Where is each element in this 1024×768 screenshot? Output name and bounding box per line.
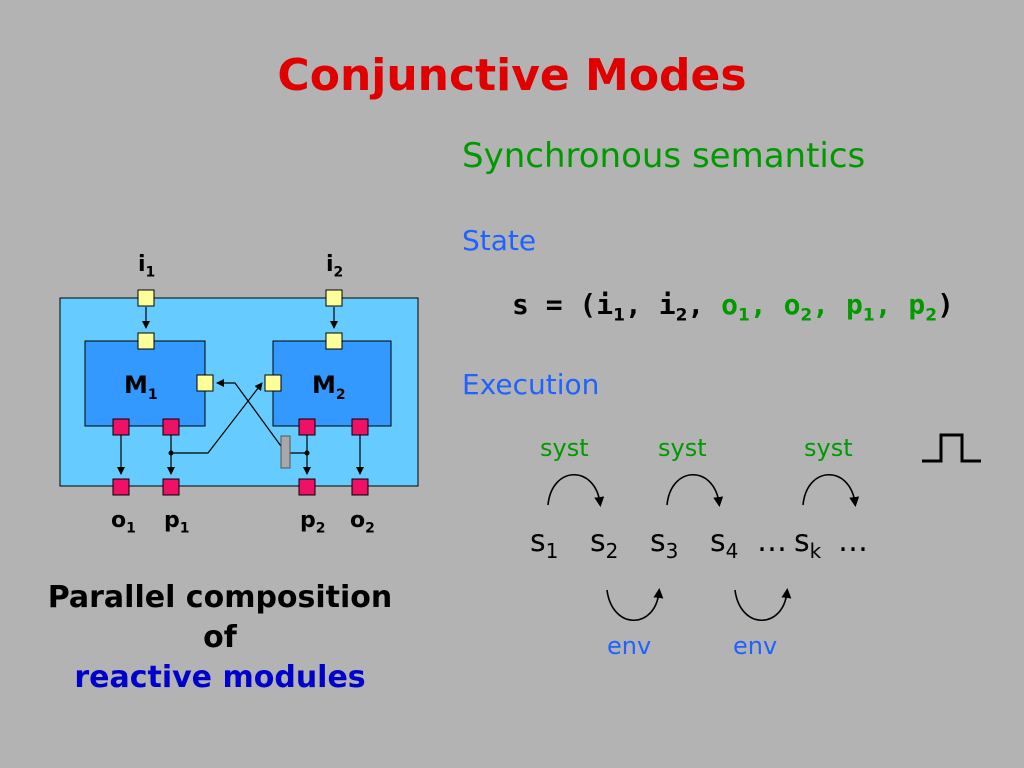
port-i2-inner — [325, 332, 343, 350]
eq-var-p1: p1, — [845, 288, 909, 326]
output-label-o1: o1 — [111, 508, 136, 537]
port-p1-outer — [162, 478, 180, 496]
eq-var-o1: o1, — [721, 288, 784, 326]
input-label-i1: i1 — [138, 252, 156, 281]
syst-arc-2 — [666, 473, 724, 507]
eq-var-p2: p2 — [908, 288, 938, 326]
page-title: Conjunctive Modes — [277, 50, 747, 101]
port-p1-inner — [162, 418, 180, 436]
port-o2-outer — [351, 478, 369, 496]
port-m2-side-input — [264, 374, 282, 392]
exec-state-3: s3 — [650, 524, 679, 563]
exec-state-1: s1 — [530, 524, 559, 563]
exec-ellipsis-1: … — [757, 524, 787, 559]
diagram-caption: Parallel composition of reactive modules — [40, 578, 400, 698]
eq-var-o2: o2, — [783, 288, 846, 326]
output-label-p2: p2 — [300, 508, 326, 537]
eq-prefix: s = ( — [512, 288, 597, 321]
delay-latch — [280, 435, 291, 469]
eq-var-i2: i2 — [658, 288, 688, 326]
syst-arc-1 — [547, 473, 605, 507]
state-equation: s = (i1, i2, o1, o2, p1, p2) — [512, 288, 954, 326]
exec-state-4: s4 — [710, 524, 739, 563]
port-o1-outer — [112, 478, 130, 496]
env-label-2: env — [733, 632, 778, 660]
port-p2-inner — [298, 418, 316, 436]
env-arc-1 — [606, 588, 664, 622]
module-label-m2: M2 — [312, 371, 346, 403]
caption-line-1: Parallel composition of — [47, 580, 393, 655]
syst-arc-3 — [802, 473, 860, 507]
port-m1-side-input — [196, 374, 214, 392]
eq-var-i1: i1 — [596, 288, 625, 326]
port-o2-inner — [351, 418, 369, 436]
exec-ellipsis-2: … — [838, 524, 868, 559]
eq-suffix: ) — [937, 288, 954, 321]
exec-state-k: sk — [794, 524, 822, 563]
port-i1-outer — [137, 289, 155, 307]
port-i2-outer — [325, 289, 343, 307]
caption-line-2: reactive modules — [74, 660, 366, 695]
output-label-p1: p1 — [164, 508, 190, 537]
output-label-o2: o2 — [350, 508, 375, 537]
port-o1-inner — [112, 418, 130, 436]
port-i1-inner — [137, 332, 155, 350]
execution-heading: Execution — [462, 368, 600, 401]
syst-label-2: syst — [658, 434, 707, 462]
port-p2-outer — [298, 478, 316, 496]
module-label-m1: M1 — [124, 371, 158, 403]
state-heading: State — [462, 224, 537, 257]
subtitle: Synchronous semantics — [462, 136, 866, 176]
clock-pulse-icon — [922, 433, 981, 463]
env-label-1: env — [607, 632, 652, 660]
env-arc-2 — [734, 588, 792, 622]
syst-label-3: syst — [804, 434, 853, 462]
input-label-i2: i2 — [326, 252, 344, 281]
exec-state-2: s2 — [590, 524, 619, 563]
syst-label-1: syst — [540, 434, 589, 462]
